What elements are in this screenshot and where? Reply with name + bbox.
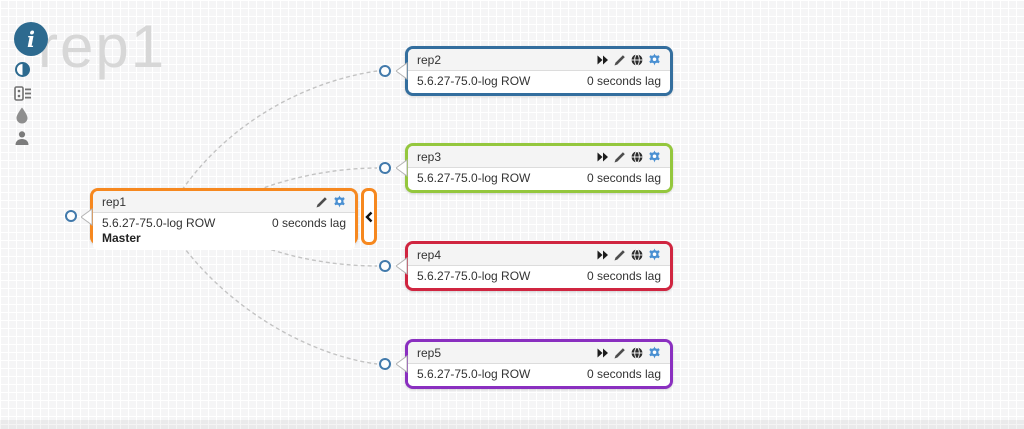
gear-icon[interactable] [648,248,661,261]
node-header: rep4 [408,244,670,266]
gear-icon[interactable] [333,195,346,208]
droplet-icon[interactable] [15,107,29,124]
pencil-icon[interactable] [614,249,626,261]
edge-master-rep2 [181,70,378,191]
node-role-label: Master [102,231,141,245]
node-title: rep2 [417,52,442,67]
node-replica-rep4[interactable]: rep4 5.6.27-75.0-log ROW 0 seconds lag [396,241,673,291]
node-replica-rep2[interactable]: rep2 5.6.27-75.0-log ROW 0 seconds lag [396,46,673,96]
node-body: 5.6.27-75.0-log ROW 0 seconds lag [408,364,670,386]
contrast-icon[interactable] [15,62,30,77]
fast-forward-icon[interactable] [597,348,609,358]
node-lag: 0 seconds lag [586,367,661,381]
node-lag: 0 seconds lag [586,74,661,88]
node-replica-rep3[interactable]: rep3 5.6.27-75.0-log ROW 0 seconds lag [396,143,673,193]
node-body: 5.6.27-75.0-log ROW 0 seconds lag [408,71,670,93]
node-version: 5.6.27-75.0-log ROW [417,367,531,381]
info-icon[interactable]: i [14,22,48,56]
node-body: 5.6.27-75.0-log ROW 0 seconds lag [408,266,670,288]
fast-forward-icon[interactable] [597,250,609,260]
gear-icon[interactable] [648,346,661,359]
globe-icon[interactable] [631,53,643,66]
globe-icon[interactable] [631,346,643,359]
pencil-icon[interactable] [316,196,328,208]
node-version: 5.6.27-75.0-log ROW [417,171,531,185]
user-icon[interactable] [14,130,30,146]
cluster-watermark-title: rep1 [38,13,167,80]
connector-circle-rep5 [379,358,391,370]
node-notch [396,355,408,373]
gear-icon[interactable] [648,150,661,163]
node-version: 5.6.27-75.0-log ROW [102,216,216,230]
globe-icon[interactable] [631,248,643,261]
bottom-edge-strip [0,420,1024,429]
node-version: 5.6.27-75.0-log ROW [417,269,531,283]
pencil-icon[interactable] [614,347,626,359]
list-icon[interactable] [14,86,31,101]
node-header: rep5 [408,342,670,364]
node-header: rep3 [408,146,670,168]
node-notch [396,257,408,275]
node-title: rep3 [417,149,442,164]
fast-forward-icon[interactable] [597,152,609,162]
connector-circle-rep3 [379,162,391,174]
node-lag: 0 seconds lag [271,216,346,230]
edge-master-rep5 [181,244,378,365]
node-notch [81,207,93,226]
node-lag: 0 seconds lag [586,269,661,283]
connector-circle-rep2 [379,65,391,77]
node-title: rep1 [102,194,127,209]
chevron-left-icon [365,211,373,222]
node-notch [396,62,408,80]
node-header: rep1 [93,191,355,213]
globe-icon[interactable] [631,150,643,163]
node-header: rep2 [408,49,670,71]
node-notch [396,159,408,177]
node-lag: 0 seconds lag [586,171,661,185]
collapse-subtree-button[interactable] [361,188,377,245]
node-title: rep5 [417,345,442,360]
node-title: rep4 [417,247,442,262]
node-version: 5.6.27-75.0-log ROW [417,74,531,88]
node-replica-rep5[interactable]: rep5 5.6.27-75.0-log ROW 0 seconds lag [396,339,673,389]
node-body: 5.6.27-75.0-log ROW 0 seconds lag [408,168,670,190]
gear-icon[interactable] [648,53,661,66]
node-body: 5.6.27-75.0-log ROW 0 seconds lag Master [93,213,355,250]
connector-circle-master [65,210,77,222]
connector-circle-rep4 [379,260,391,272]
edge-master-rep3 [257,167,378,191]
node-master-rep1[interactable]: rep1 5.6.27-75.0-log ROW 0 seconds lag M… [81,188,358,250]
pencil-icon[interactable] [614,54,626,66]
fast-forward-icon[interactable] [597,55,609,65]
pencil-icon[interactable] [614,151,626,163]
